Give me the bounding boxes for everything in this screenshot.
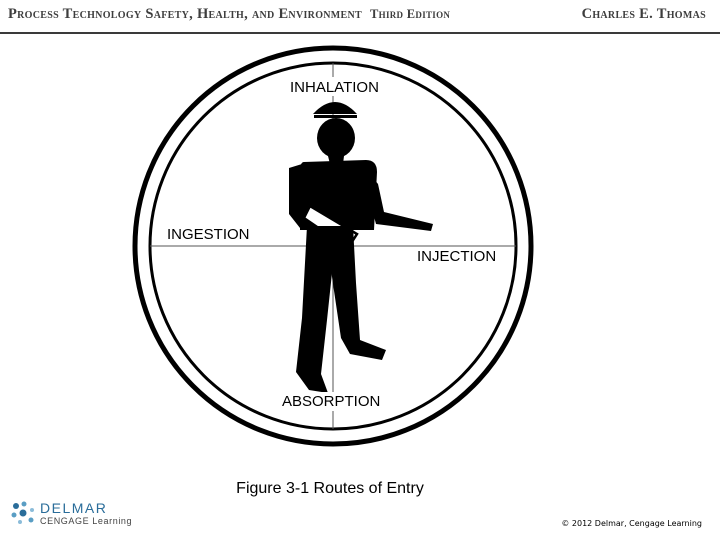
worker-figure <box>289 102 433 393</box>
publisher-tagline: CENGAGE Learning <box>40 516 133 526</box>
worker-right-leg <box>325 226 386 360</box>
worker-left-leg <box>296 226 337 393</box>
outer-ring <box>132 45 534 447</box>
book-author: Charles E. Thomas <box>581 6 706 22</box>
book-edition: Third Edition <box>370 7 451 21</box>
book-title: Process Technology Safety, Health, and E… <box>8 6 450 23</box>
worker-right-arm <box>362 164 433 231</box>
publisher-name: DELMAR <box>40 500 108 516</box>
delmar-mark-icon <box>11 501 34 524</box>
label-ingestion: INGESTION <box>167 226 250 243</box>
hard-hat-icon <box>313 102 357 114</box>
publisher-logo: DELMAR CENGAGE Learning <box>10 498 150 530</box>
label-injection: INJECTION <box>417 248 496 265</box>
copyright-notice: © 2012 Delmar, Cengage Learning <box>561 519 702 528</box>
slide-header: Process Technology Safety, Health, and E… <box>0 0 720 34</box>
worker-left-arm <box>289 164 307 228</box>
book-title-text: Process Technology Safety, Health, and E… <box>8 6 362 22</box>
figure-caption: Figure 3-1 Routes of Entry <box>236 480 424 497</box>
label-absorption: ABSORPTION <box>282 393 380 410</box>
label-inhalation: INHALATION <box>290 79 379 96</box>
worker-head <box>317 118 355 158</box>
